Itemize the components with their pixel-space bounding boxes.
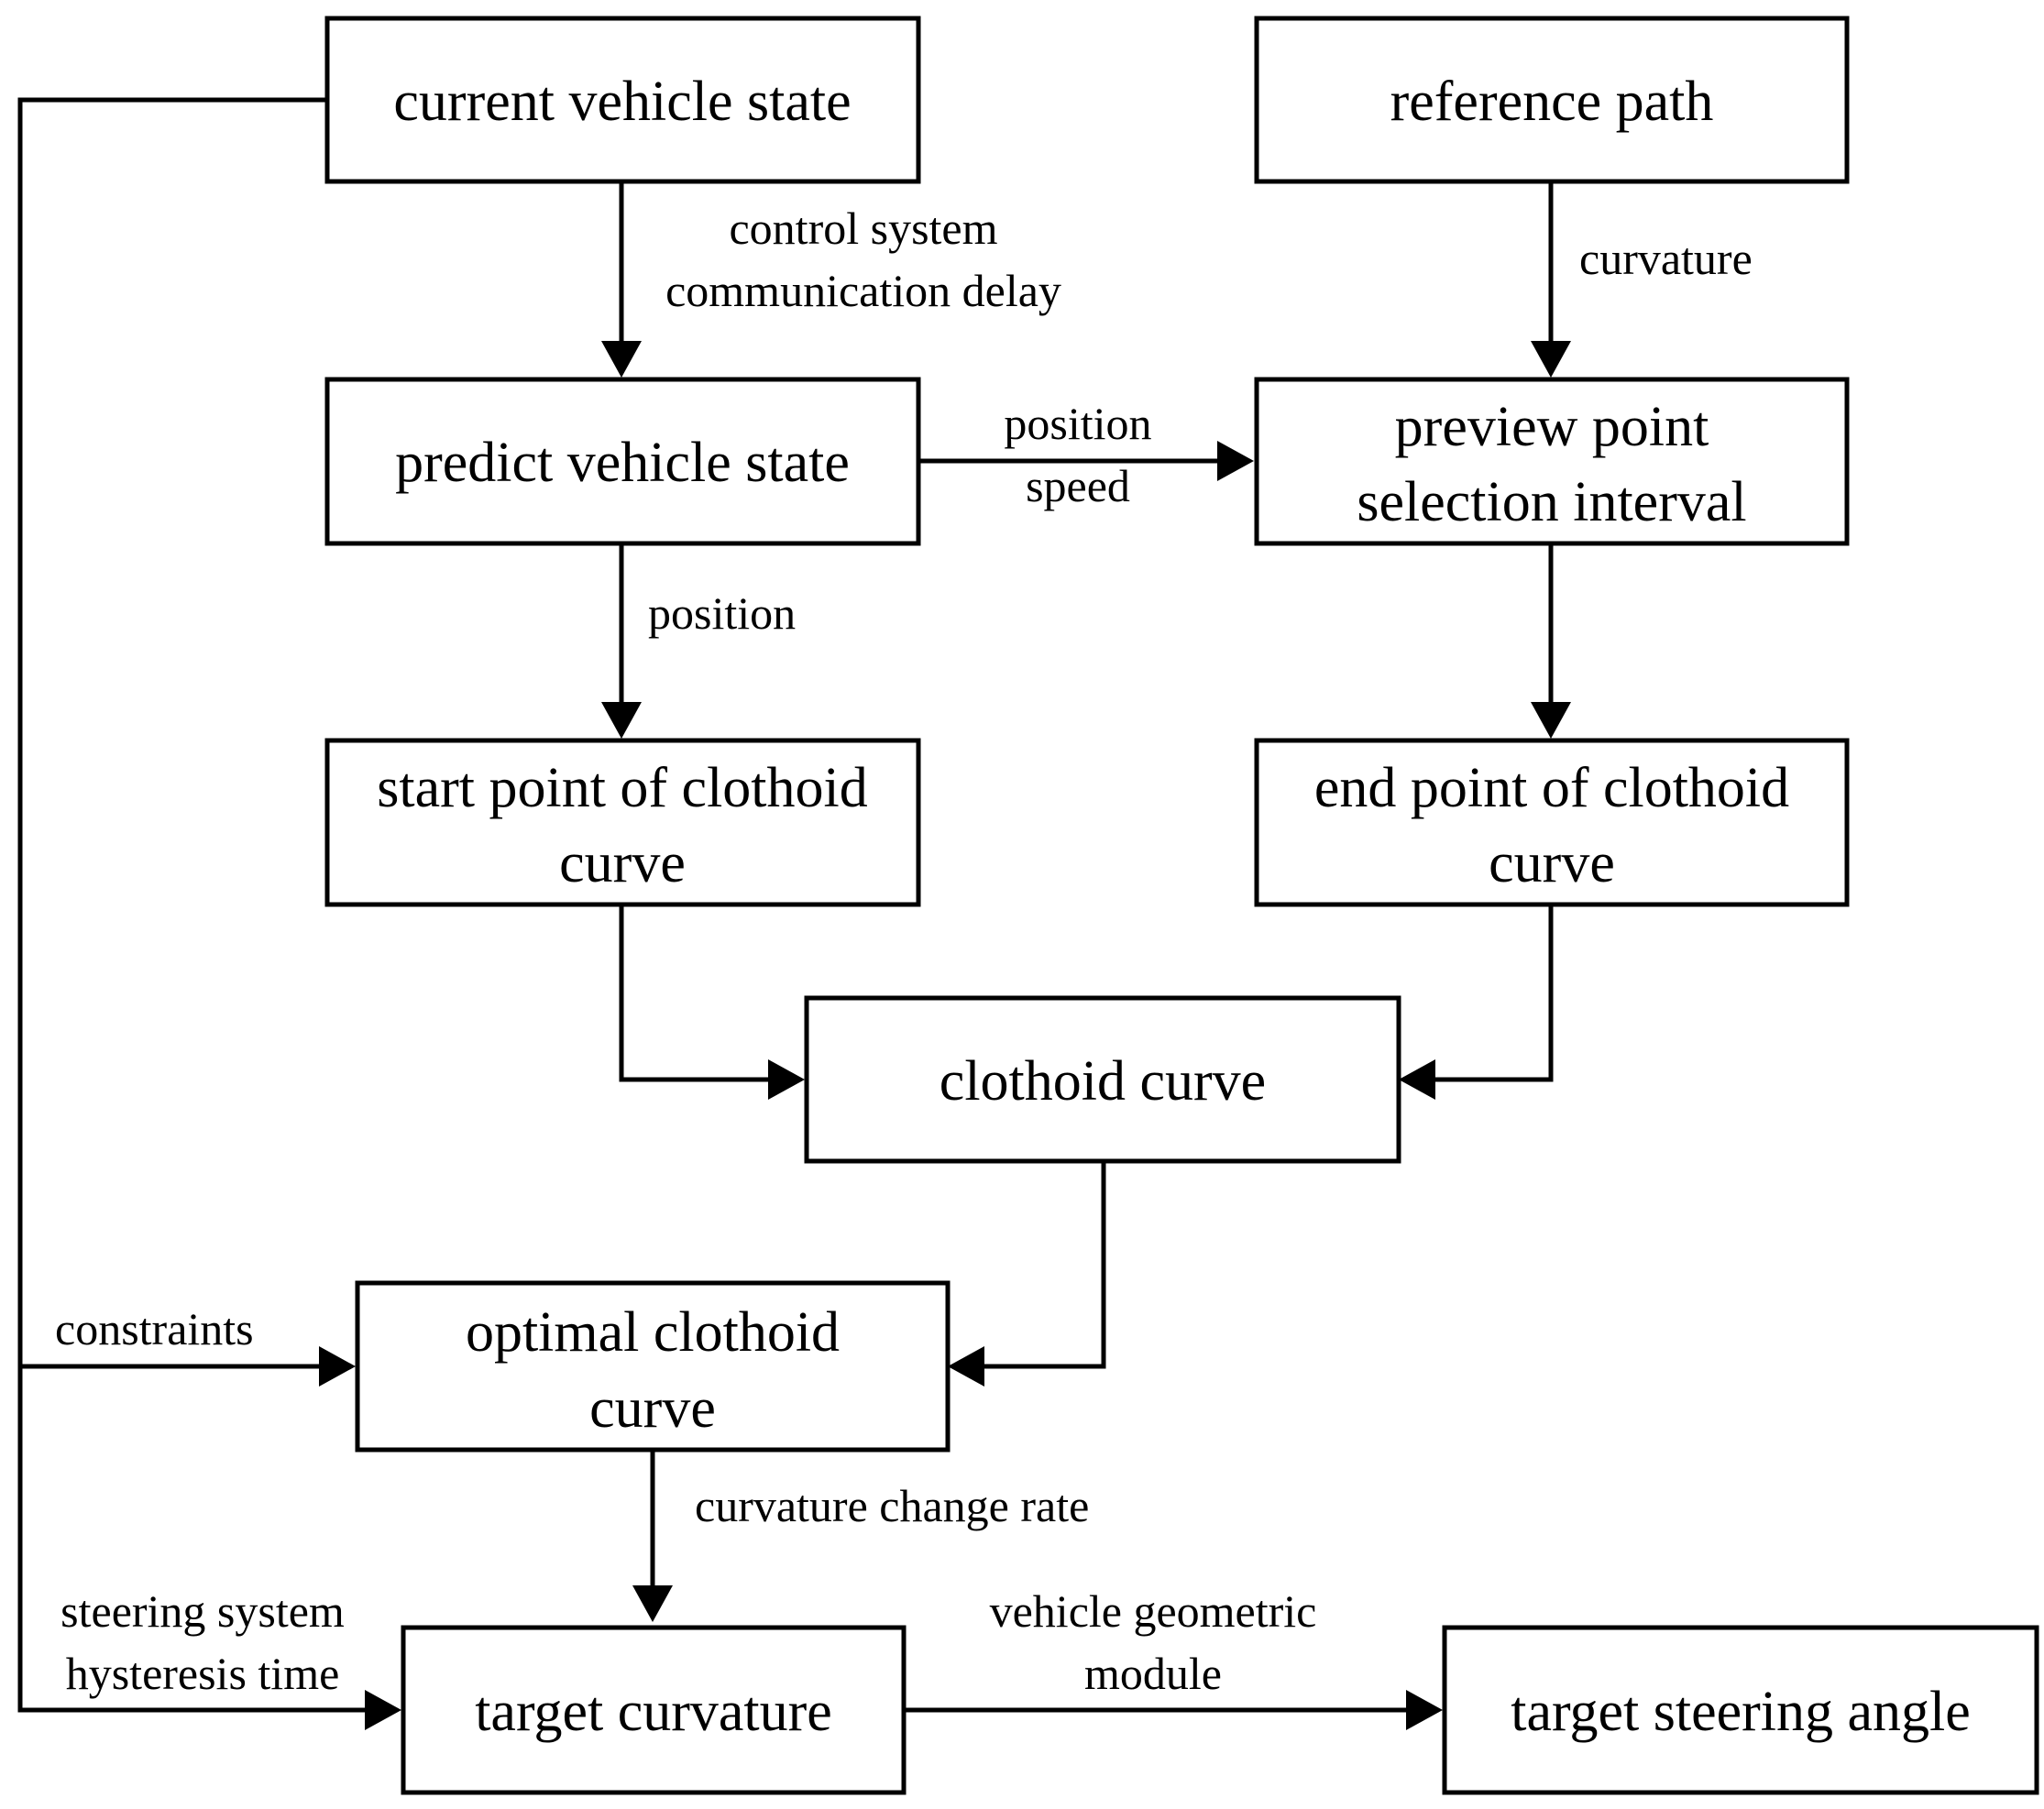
arrowhead-right	[319, 1346, 356, 1387]
node-label-line-2: curve	[589, 1377, 716, 1440]
node-reference-path: reference path	[1254, 16, 1850, 184]
edge-label-line-1: steering system	[60, 1585, 345, 1637]
edge-label-line-1: position	[1004, 398, 1151, 449]
node-target-steering-angle: target steering angle	[1442, 1625, 2039, 1795]
node-start-point-of-clothoid-curve: start point of clothoid curve	[324, 738, 921, 907]
edge-label-line-2: speed	[1026, 460, 1130, 511]
arrowhead-left	[948, 1346, 984, 1387]
edge-end-to-clothoid	[1430, 904, 1554, 1082]
arrowheads	[319, 341, 1571, 1730]
edge-label-line-1: control system	[729, 203, 997, 254]
node-label: predict vehicle state	[395, 432, 850, 494]
node-preview-point-selection-interval: preview point selection interval	[1254, 377, 1850, 546]
node-label: target steering angle	[1511, 1681, 1971, 1743]
arrowhead-right	[365, 1690, 401, 1730]
arrowhead-right	[1406, 1690, 1443, 1730]
edge-clothoid-to-optimal	[979, 1161, 1106, 1369]
arrowhead-down	[1531, 341, 1571, 378]
connectors	[17, 97, 1554, 1713]
node-label-line-1: optimal clothoid	[466, 1301, 840, 1364]
edge-label-constraints: constraints	[55, 1303, 254, 1354]
arrowhead-down	[601, 341, 642, 378]
edge-label-vehicle-geometric-module: vehicle geometric module	[990, 1585, 1317, 1699]
node-clothoid-curve: clothoid curve	[804, 995, 1401, 1164]
node-label-line-2: curve	[1489, 832, 1615, 894]
node-label-line-2: selection interval	[1357, 471, 1746, 533]
node-label: reference path	[1390, 71, 1714, 133]
edge-label-control-system-communication-delay: control system communication delay	[665, 203, 1061, 316]
node-label-line-1: preview point	[1395, 396, 1709, 458]
edge-feedback-loop	[17, 97, 367, 1713]
edge-label-position-speed: position speed	[1004, 398, 1151, 511]
node-current-vehicle-state: current vehicle state	[324, 16, 921, 184]
node-label-line-1: end point of clothoid	[1314, 757, 1789, 819]
node-label: target curvature	[475, 1681, 832, 1743]
arrowhead-down	[1531, 702, 1571, 739]
node-label-line-1: start point of clothoid	[377, 757, 868, 819]
edge-start-to-clothoid	[619, 904, 772, 1082]
arrowhead-right	[1217, 441, 1254, 481]
edge-label-curvature: curvature	[1579, 233, 1753, 284]
node-predict-vehicle-state: predict vehicle state	[324, 377, 921, 546]
edge-label-line-2: module	[1084, 1648, 1222, 1699]
node-optimal-clothoid-curve: optimal clothoid curve	[355, 1280, 951, 1453]
arrowhead-right	[768, 1059, 805, 1100]
edge-label-line-1: vehicle geometric	[990, 1585, 1317, 1637]
edge-label-position: position	[648, 587, 796, 639]
node-target-curvature: target curvature	[401, 1625, 907, 1795]
node-end-point-of-clothoid-curve: end point of clothoid curve	[1254, 738, 1850, 907]
arrowhead-left	[1399, 1059, 1435, 1100]
arrowhead-down	[601, 702, 642, 739]
node-label: clothoid curve	[940, 1050, 1266, 1113]
edge-label-line-2: communication delay	[665, 265, 1061, 316]
node-label-line-2: curve	[559, 832, 686, 894]
arrowhead-down	[632, 1585, 673, 1622]
node-label: current vehicle state	[393, 71, 851, 133]
edge-label-steering-system-hysteresis-time: steering system hysteresis time	[60, 1585, 345, 1699]
edge-label-line-2: hysteresis time	[66, 1648, 340, 1699]
edge-label-curvature-change-rate: curvature change rate	[695, 1480, 1089, 1531]
